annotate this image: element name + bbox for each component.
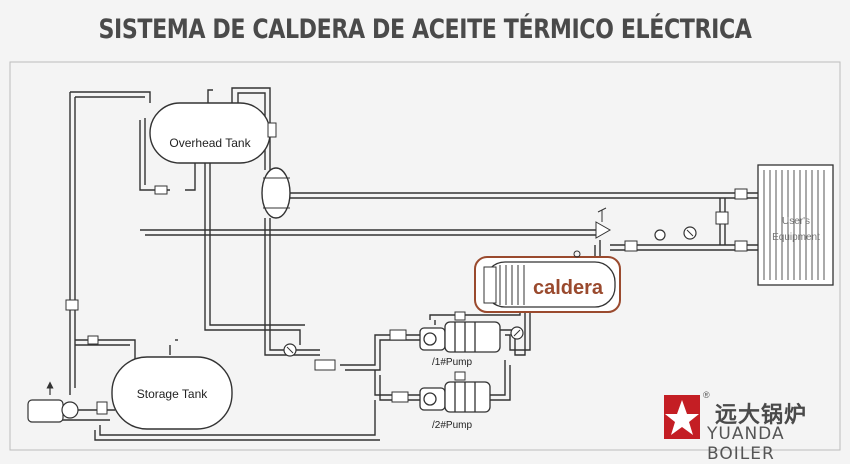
diagram-frame: [9, 61, 841, 451]
valve-icon: [391, 391, 409, 403]
user-equipment-label-line2: Equipment: [772, 232, 820, 243]
valve-icon: [454, 311, 466, 321]
brand-chinese-name: 远大锅炉: [715, 403, 808, 428]
pump-1-label: /1#Pump: [432, 357, 472, 368]
valve-icon: [96, 401, 108, 415]
pump-2: [419, 381, 491, 413]
valve-icon: [87, 335, 99, 345]
boiler: [474, 250, 621, 313]
valve-icon: [154, 185, 168, 195]
pipework: [40, 87, 760, 441]
user-equipment-label-line1: User's: [782, 216, 810, 227]
valve-icon: [389, 329, 407, 341]
valve-icon: [715, 211, 729, 225]
overhead-tank-label: Overhead Tank: [169, 136, 251, 150]
page-title: SISTEMA DE CALDERA DE ACEITE TÉRMICO ELÉ…: [98, 14, 752, 45]
user-equipment: [757, 164, 834, 286]
valve-icon: [734, 188, 748, 200]
safety-valve-icon: [595, 207, 612, 239]
expansion-vessel: [261, 167, 291, 219]
gauge-icon: [654, 229, 666, 241]
pump-1: [419, 321, 501, 353]
expansion-vessel-band: [263, 177, 290, 209]
logo-star-icon: [664, 395, 700, 439]
boiler-label: caldera: [533, 277, 604, 299]
overhead-tank: [149, 102, 277, 164]
aux-pump: [27, 381, 79, 423]
valve-icon: [454, 371, 466, 381]
storage-tank: [111, 356, 233, 430]
pump-2-label: /2#Pump: [432, 420, 472, 431]
brand-registered-mark: ®: [703, 390, 710, 400]
valve-icon: [734, 240, 748, 252]
valve-icon: [624, 240, 638, 252]
valve-icon: [65, 299, 79, 311]
valve-icon: [314, 359, 336, 371]
storage-tank-label: Storage Tank: [137, 387, 208, 401]
brand-english-name: YUANDA BOILER: [707, 424, 785, 464]
